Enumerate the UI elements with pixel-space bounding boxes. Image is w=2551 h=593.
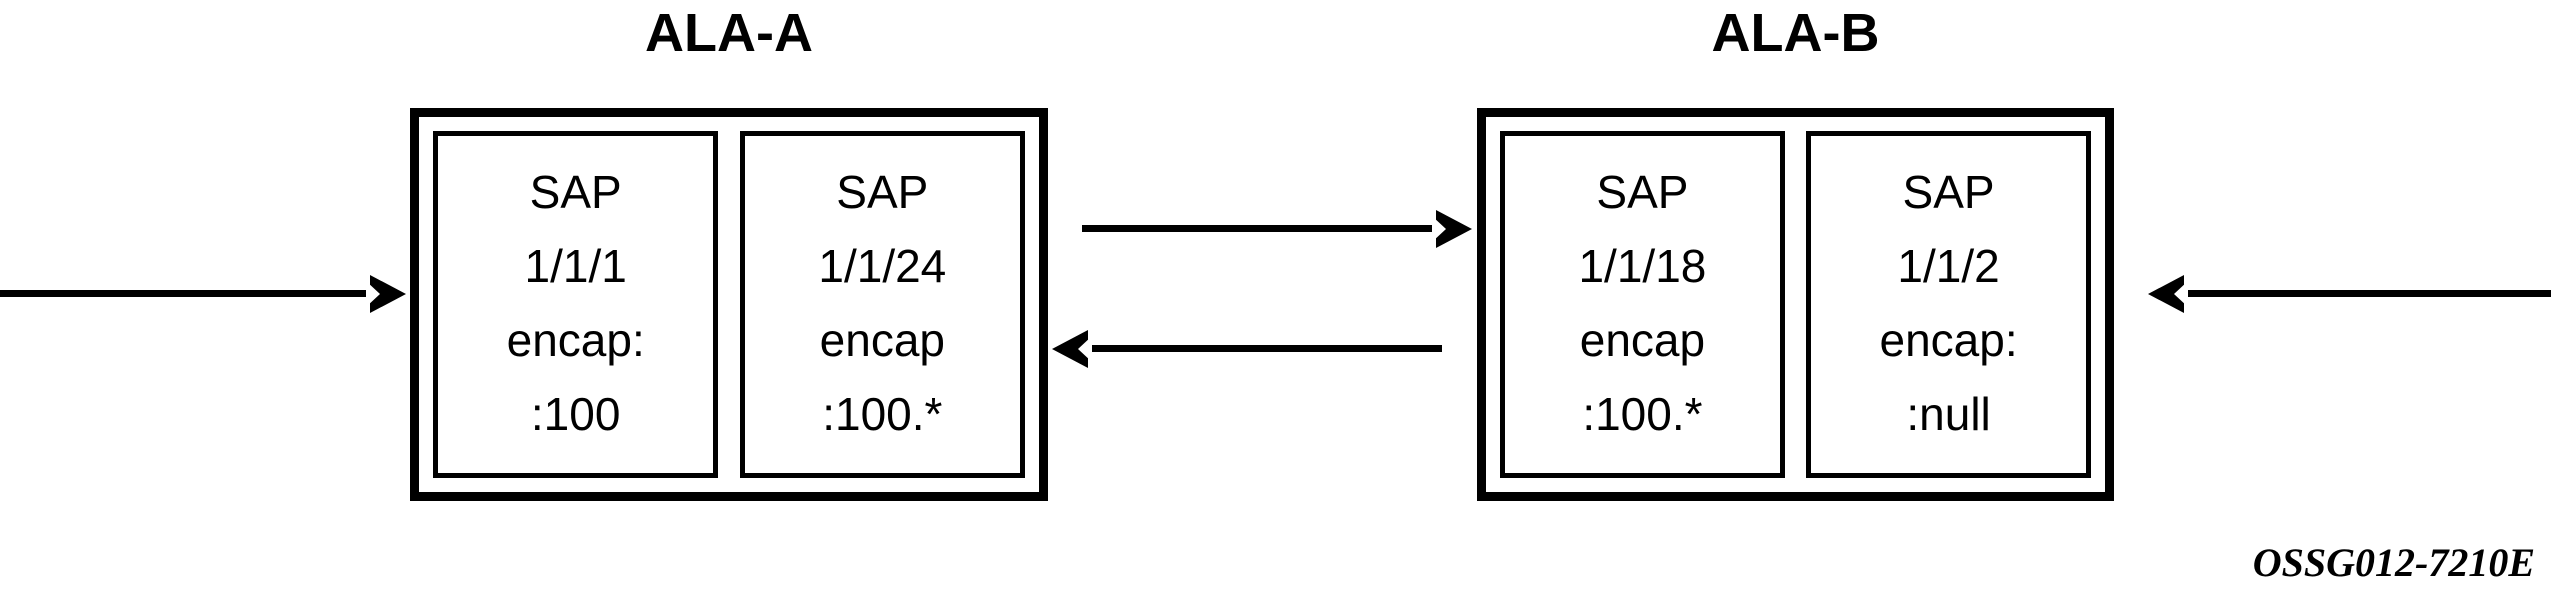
sap-port: 1/1/18 — [1578, 239, 1707, 292]
sap-encap-value: :100.* — [1582, 387, 1703, 440]
sap-encap-value: :100 — [530, 387, 621, 440]
sap-label: SAP — [529, 165, 622, 218]
sap-box-1-1-1: SAP 1/1/1 encap: :100 — [433, 131, 719, 478]
sap-port: 1/1/24 — [818, 239, 947, 292]
sap-port: 1/1/2 — [1897, 239, 2000, 292]
device-title-ala-a: ALA-A — [645, 3, 813, 63]
arrow-left-icon-egress-right — [2148, 274, 2551, 313]
arrow-right-icon-ingress-left — [0, 274, 406, 313]
sap-label: SAP — [836, 165, 929, 218]
sap-encap-label: encap: — [506, 313, 645, 366]
device-box-ala-a: SAP 1/1/1 encap: :100 SAP 1/1/24 encap :… — [410, 108, 1048, 501]
sap-encap-label: encap — [1579, 313, 1706, 366]
arrow-head — [1052, 329, 1092, 368]
arrow-head — [2148, 274, 2188, 313]
arrow-head — [1432, 209, 1472, 248]
sap-encap-label: encap — [819, 313, 945, 366]
sap-box-1-1-18: SAP 1/1/18 encap :100.* — [1500, 131, 1785, 478]
arrow-head — [366, 274, 406, 313]
sap-label: SAP — [1596, 165, 1689, 218]
sap-box-1-1-24: SAP 1/1/24 encap :100.* — [739, 131, 1025, 478]
device-box-ala-b: SAP 1/1/18 encap :100.* SAP 1/1/2 encap:… — [1477, 108, 2114, 501]
sap-port: 1/1/1 — [524, 239, 627, 292]
arrow-left-icon-b-to-a — [1052, 329, 1442, 368]
arrow-right-icon-a-to-b — [1082, 209, 1472, 248]
figure-caption: OSSG012-7210E — [2252, 540, 2535, 585]
device-title-ala-b: ALA-B — [1711, 3, 1880, 63]
sap-box-1-1-2: SAP 1/1/2 encap: :null — [1806, 131, 2091, 478]
sap-encap-value: :100.* — [822, 387, 943, 440]
sap-encap-value: :null — [1906, 387, 1991, 440]
sap-encap-label: encap: — [1879, 313, 2018, 366]
sap-label: SAP — [1902, 165, 1995, 218]
